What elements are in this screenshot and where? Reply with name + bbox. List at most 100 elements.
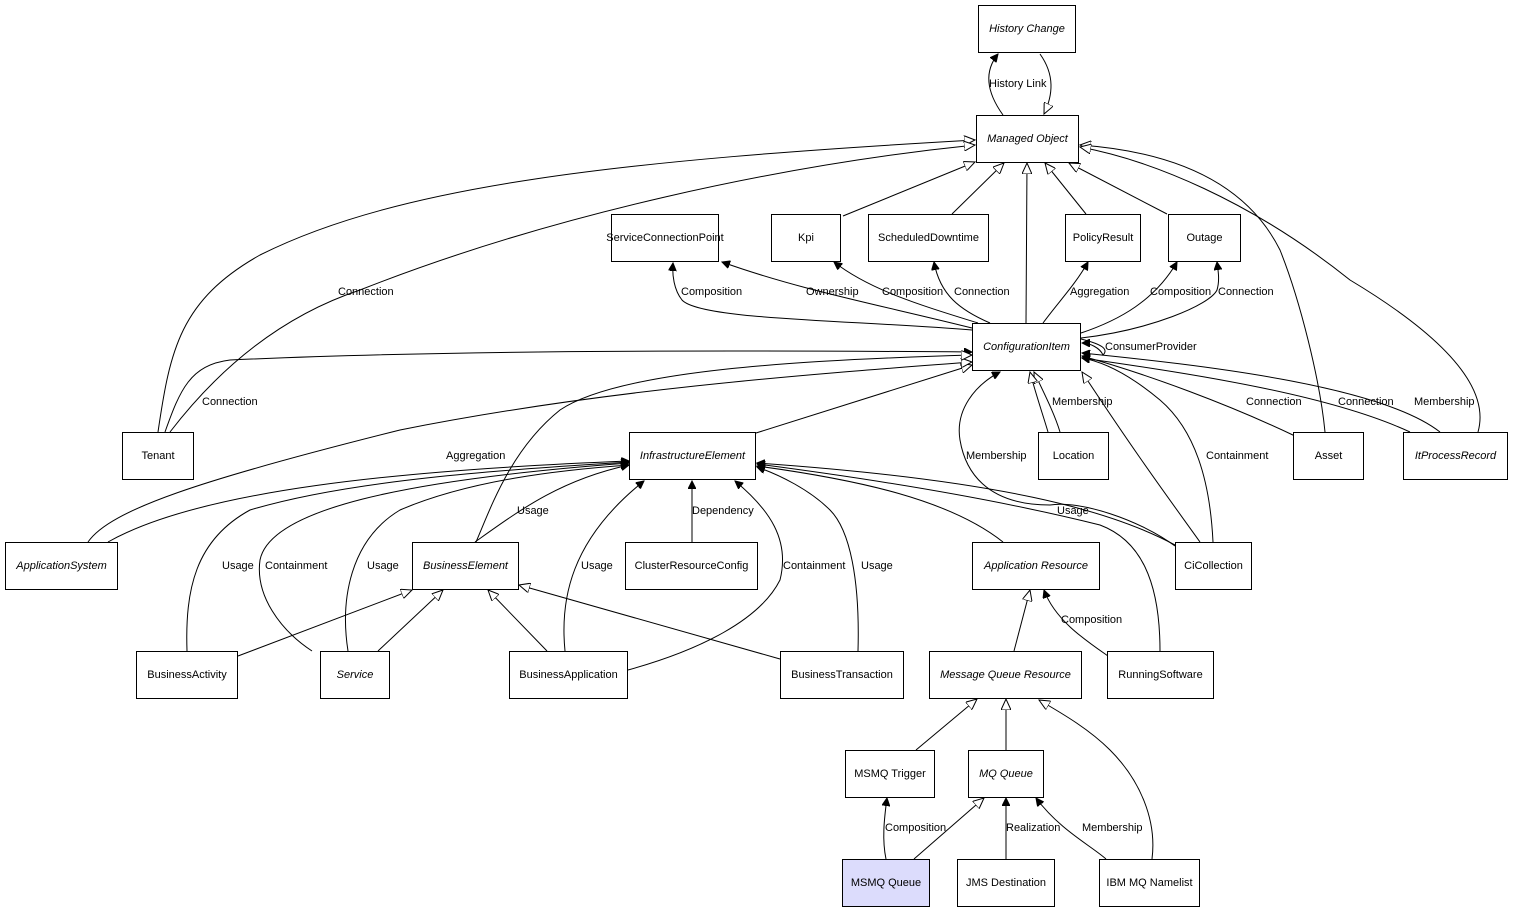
node-ibm-mq-namelist[interactable]: IBM MQ Namelist — [1099, 859, 1200, 907]
edge-line — [958, 372, 1176, 547]
edge-line — [757, 464, 1161, 652]
node-it-process-record[interactable]: ItProcessRecord — [1403, 432, 1508, 480]
node-service[interactable]: Service — [320, 651, 390, 699]
node-label: BusinessTransaction — [791, 669, 893, 681]
node-configuration-item[interactable]: ConfigurationItem — [972, 323, 1081, 371]
node-message-queue-resource[interactable]: Message Queue Resource — [929, 651, 1082, 699]
edge-line — [1080, 145, 1326, 433]
node-label: BusinessElement — [423, 560, 508, 572]
node-label: MQ Queue — [979, 768, 1033, 780]
node-label: ServiceConnectionPoint — [606, 232, 724, 244]
node-running-software[interactable]: RunningSoftware — [1107, 651, 1214, 699]
node-label: Kpi — [798, 232, 814, 244]
node-policy-result[interactable]: PolicyResult — [1065, 214, 1141, 262]
edge-line — [107, 461, 629, 543]
node-history-change[interactable]: History Change — [978, 5, 1076, 53]
node-business-element[interactable]: BusinessElement — [412, 542, 519, 590]
edge-label: Containment — [265, 560, 327, 572]
edge-label: Aggregation — [1070, 286, 1129, 298]
node-label: PolicyResult — [1072, 232, 1134, 244]
edge-line — [475, 355, 972, 543]
node-label: ScheduledDowntime — [878, 232, 979, 244]
node-asset[interactable]: Asset — [1293, 432, 1364, 480]
edge-line — [915, 699, 977, 751]
edge-label: Composition — [882, 286, 943, 298]
node-service-connection-point[interactable]: ServiceConnectionPoint — [606, 214, 724, 262]
node-msmq-queue[interactable]: MSMQ Queue — [842, 859, 930, 907]
edge-line — [1026, 163, 1027, 324]
edge-label: Connection — [954, 286, 1010, 298]
edge-label: ConsumerProvider — [1105, 341, 1197, 353]
edge-line — [345, 465, 629, 652]
edge-line — [757, 466, 1004, 543]
node-tenant[interactable]: Tenant — [122, 432, 194, 480]
node-application-system[interactable]: ApplicationSystem — [5, 542, 118, 590]
node-label: ConfigurationItem — [983, 341, 1070, 353]
node-label: MSMQ Trigger — [854, 768, 926, 780]
node-managed-object[interactable]: Managed Object — [976, 115, 1079, 163]
edge-line — [722, 262, 973, 329]
node-scheduled-downtime[interactable]: ScheduledDowntime — [868, 214, 989, 262]
edge-label: Dependency — [692, 505, 754, 517]
node-label: Asset — [1314, 450, 1343, 462]
node-kpi[interactable]: Kpi — [771, 214, 841, 262]
edge-label: Realization — [1006, 822, 1060, 834]
edge-line — [951, 163, 1004, 215]
edge-line — [842, 162, 975, 217]
edge-line — [627, 481, 784, 671]
edge-line — [164, 351, 972, 433]
edge-line — [1044, 590, 1109, 657]
edge-line — [757, 463, 1176, 546]
edge-line — [755, 365, 972, 434]
node-application-resource[interactable]: Application Resource — [972, 542, 1100, 590]
node-label: CiCollection — [1184, 560, 1243, 572]
node-label: Location — [1052, 450, 1095, 462]
node-ci-collection[interactable]: CiCollection — [1175, 542, 1252, 590]
edge-line — [1080, 147, 1481, 433]
node-cluster-resource-config[interactable]: ClusterResourceConfig — [625, 542, 758, 590]
edge-line — [519, 585, 781, 660]
edge-line — [834, 262, 979, 324]
edge-line — [1082, 353, 1441, 433]
node-business-activity[interactable]: BusinessActivity — [136, 651, 238, 699]
node-label: MSMQ Queue — [850, 877, 922, 889]
edge-label: Connection — [202, 396, 258, 408]
edge-line — [87, 362, 972, 543]
node-label: InfrastructureElement — [639, 450, 746, 462]
edge-line — [157, 140, 975, 433]
node-msmq-trigger[interactable]: MSMQ Trigger — [845, 750, 935, 798]
edge-label: Connection — [1338, 396, 1394, 408]
edge-line — [1013, 590, 1030, 652]
node-label: Managed Object — [987, 133, 1068, 145]
edge-line — [913, 798, 984, 860]
node-jms-destination[interactable]: JMS Destination — [957, 859, 1055, 907]
edge-line — [377, 590, 443, 652]
node-business-application[interactable]: BusinessApplication — [509, 651, 628, 699]
node-outage[interactable]: Outage — [1168, 214, 1241, 262]
edge-line — [934, 262, 991, 324]
edge-line — [673, 263, 973, 331]
edge-line — [1039, 700, 1154, 860]
node-label: RunningSoftware — [1118, 669, 1203, 681]
edge-line — [1045, 163, 1087, 215]
edge-label: Usage — [517, 505, 549, 517]
edge-line — [488, 590, 548, 652]
edge-line — [1069, 163, 1168, 215]
node-infrastructure-element[interactable]: InfrastructureElement — [629, 432, 756, 480]
edge-line — [237, 590, 412, 657]
node-label: ApplicationSystem — [16, 560, 107, 572]
node-label: ClusterResourceConfig — [634, 560, 749, 572]
edge-line — [757, 467, 859, 652]
edge-line — [1080, 262, 1177, 334]
node-business-transaction[interactable]: BusinessTransaction — [780, 651, 904, 699]
edge-label: History Link — [989, 78, 1047, 90]
edge-line — [1080, 262, 1219, 339]
node-mq-queue[interactable]: MQ Queue — [968, 750, 1044, 798]
node-location[interactable]: Location — [1038, 432, 1109, 480]
node-label: JMS Destination — [965, 877, 1047, 889]
edge-label: Usage — [367, 560, 399, 572]
node-label: ItProcessRecord — [1414, 450, 1497, 462]
node-label: History Change — [989, 23, 1065, 35]
